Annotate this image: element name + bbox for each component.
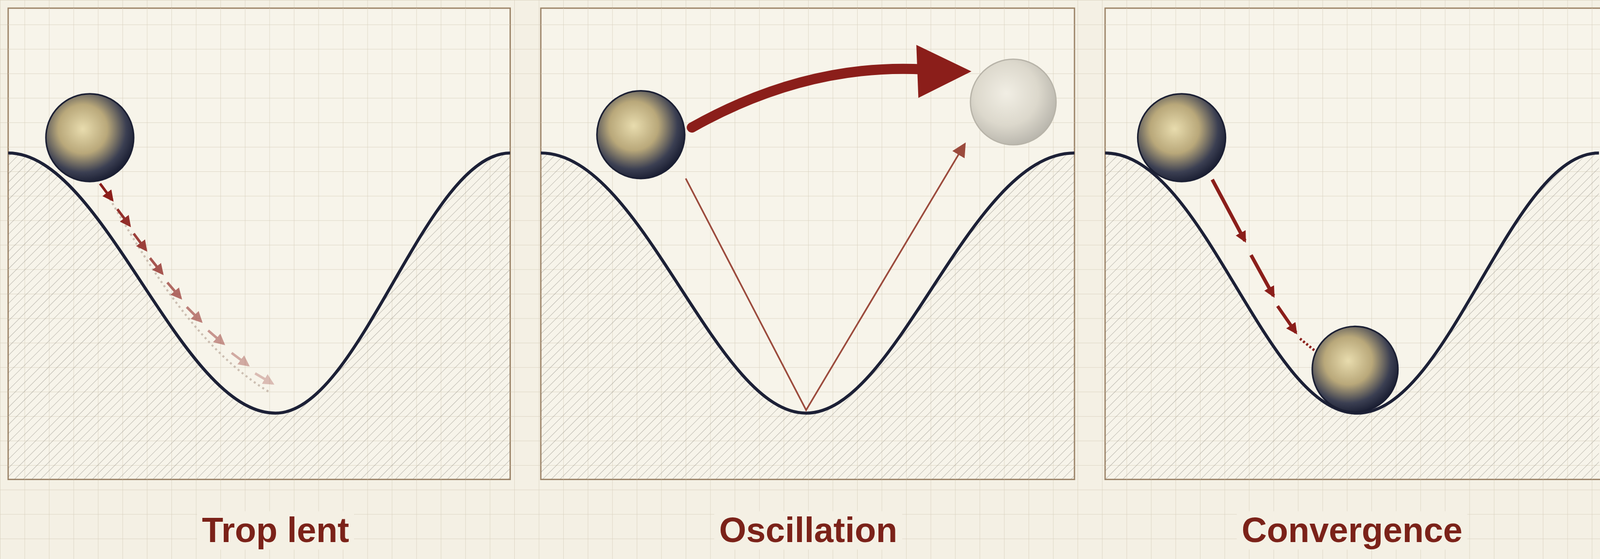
oscillation-jump	[597, 45, 1057, 411]
valley-curves	[8, 153, 1600, 480]
panel-frames	[8, 8, 1600, 480]
converging-descent	[1137, 93, 1398, 413]
panel-label: Convergence	[1236, 511, 1468, 550]
panel-label: Oscillation	[714, 511, 903, 550]
panel-label: Trop lent	[197, 511, 354, 550]
slow-descent	[46, 93, 273, 394]
